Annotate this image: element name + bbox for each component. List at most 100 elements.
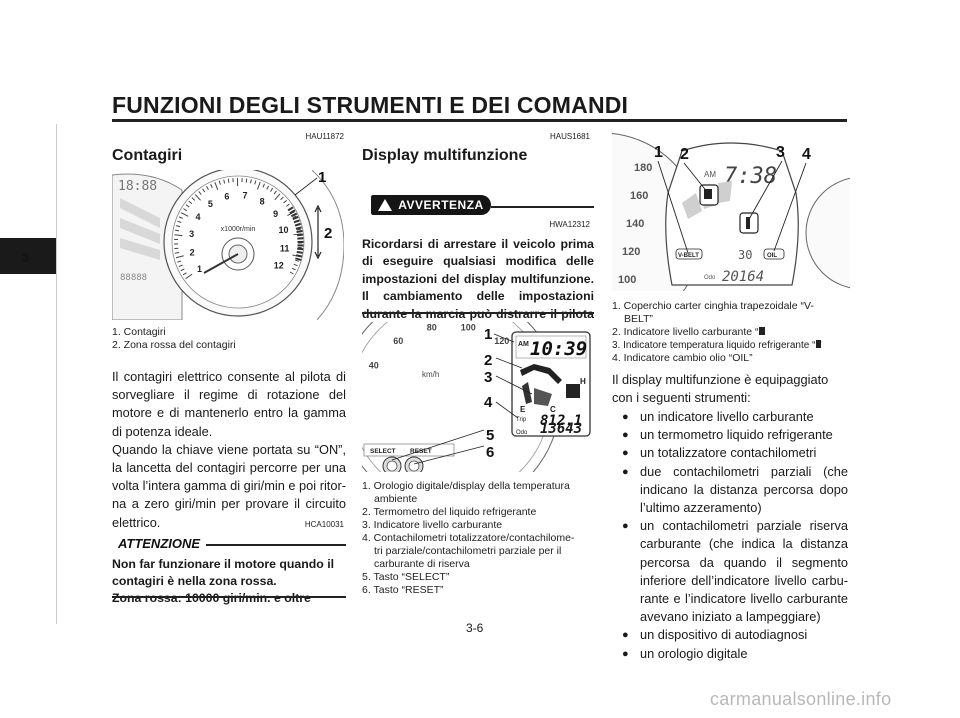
tacho-tick-label: 11 [280,243,290,253]
tacho-tick [295,259,300,262]
page-header-title: FUNZIONI DEGLI STRUMENTI E DEI COMANDI [112,92,629,118]
section-code-contagiri: HAU11872 [305,132,344,141]
select-label: SELECT [370,448,396,455]
caption-contagiri: 1. Contagiri 2. Zona rossa del contagiri [112,326,347,352]
vbelt-label: V-BELT [678,253,699,259]
speed-unit-label: km/h [422,370,439,379]
tacho-tick [250,179,252,184]
tacho-tick [180,268,185,272]
caption-line: 2. Indicatore livello carburante “ ” [612,326,765,338]
tacho-tick [198,191,202,195]
tacho-tick [245,178,248,183]
callout-1: 1 [318,170,326,186]
tacho-tick-label: 5 [208,199,213,209]
tacho-tick [174,234,183,237]
tacho-tick-label: 10 [278,225,288,235]
tacho-tick [293,263,298,267]
caution-rule-bottom [112,596,346,598]
tacho-tick-label: 12 [274,261,284,271]
caption-line: carburante di riserva [374,558,470,570]
callout-4: 4 [802,146,811,163]
speed-tick-label: 140 [626,218,644,230]
tacho-tick [185,204,190,208]
tacho-tick [210,183,213,188]
tacho-tick [194,194,201,201]
page-number: 3-6 [466,621,484,635]
speed-tick-label: 120 [622,246,640,258]
tacho-tick [254,180,257,185]
gutter-line [56,124,57,624]
paragraph-display-intro: Il display multifunzione è equipaggiato … [612,372,829,406]
tacho-tick [188,200,193,205]
callout-4: 4 [484,394,493,411]
warning-label: AVVERTENZA [398,198,484,212]
tacho-tick-label: 8 [260,197,265,207]
callout-2: 2 [680,146,689,163]
tacho-tick [175,229,180,232]
svg-text:H: H [580,377,586,386]
caption-display: 1. Orologio digitale/display della tempe… [362,480,598,597]
tacho-tick [174,252,180,254]
caption-line: 2. Termometro del liquido refrigerante [362,506,537,518]
callout-2: 2 [484,352,492,369]
list-item: un totalizzatore contachilometri [612,444,848,462]
tacho-tick [178,216,184,219]
speed-tick-label: 100 [461,323,476,333]
tacho-tick-label: 4 [196,212,201,222]
tacho-unit-label: x1000r/min [221,226,256,233]
caption-line: 1. Coperchio carter cinghia trapezoidale… [612,300,814,312]
tacho-tick [182,272,187,276]
coolant-icon [815,340,821,348]
oil-label: OIL [767,253,777,259]
tacho-tick [262,183,265,188]
reset-label: RESET [410,448,432,455]
list-item: un dispositivo di autodiagnosi [612,626,848,644]
caption-line: 1. Orologio digitale/display della tempe… [362,480,570,492]
tacho-tick-label: 1 [197,264,202,274]
speed-tick-label: 100 [618,274,636,286]
tacho-tick [280,196,284,201]
chapter-tab [0,238,56,274]
caption-line: 3. Indicatore temperatura liquido refrig… [612,340,822,351]
callout-5: 5 [486,427,494,444]
tacho-tick [270,187,274,192]
paragraph-contagiri: Il contagiri elettrico consente al pilot… [112,369,346,530]
caption-line: tri parziale/contachilometri parziale pe… [374,545,562,557]
svg-text:C: C [550,405,556,414]
odo-label: Odo [704,275,716,281]
speed-tick-label: 40 [369,360,379,370]
lcd-temp: 30 [738,248,752,262]
tacho-tick [274,193,281,201]
tacho-tick [296,228,301,231]
tacho-tick [256,181,261,190]
speed-tick-label: 60 [393,336,403,346]
caption-line: 4. Indicatore cambio olio “OIL” [612,352,753,364]
lcd-clock: 10:39 [530,338,587,360]
tacho-tick [202,188,206,193]
am-label: AM [518,341,529,348]
tacho-tick [289,271,294,275]
tacho-tick-label: 6 [224,191,229,201]
caption-line: 3. Indicatore livello carburante [362,519,503,531]
chapter-number: 3 [22,251,29,265]
section-code-display: HAUS1681 [549,132,590,141]
tacho-tick-label: 7 [243,191,248,201]
header-rule [112,119,847,122]
caption-line: ambiente [374,493,418,505]
lcd-odo: 20164 [722,269,764,285]
callout-2: 2 [324,225,332,242]
lcd-clock: 7:38 [724,164,777,189]
tacho-tick [183,208,188,212]
caption-line: BELT” [624,313,653,325]
list-item: un termometro liquido refrigerante [612,426,848,444]
caution-line: Zona rossa: 10000 giri/min. e oltre [112,591,311,605]
tacho-tick-label: 3 [189,229,194,239]
heading-display: Display multifunzione [362,147,528,164]
tacho-tick [177,260,182,263]
tacho-tick [266,185,270,190]
fuel-icon [758,327,765,335]
speed-tick-label: 180 [634,162,652,174]
tacho-tick [285,203,290,207]
tacho-tick [175,255,184,259]
tacho-tick [206,186,209,191]
